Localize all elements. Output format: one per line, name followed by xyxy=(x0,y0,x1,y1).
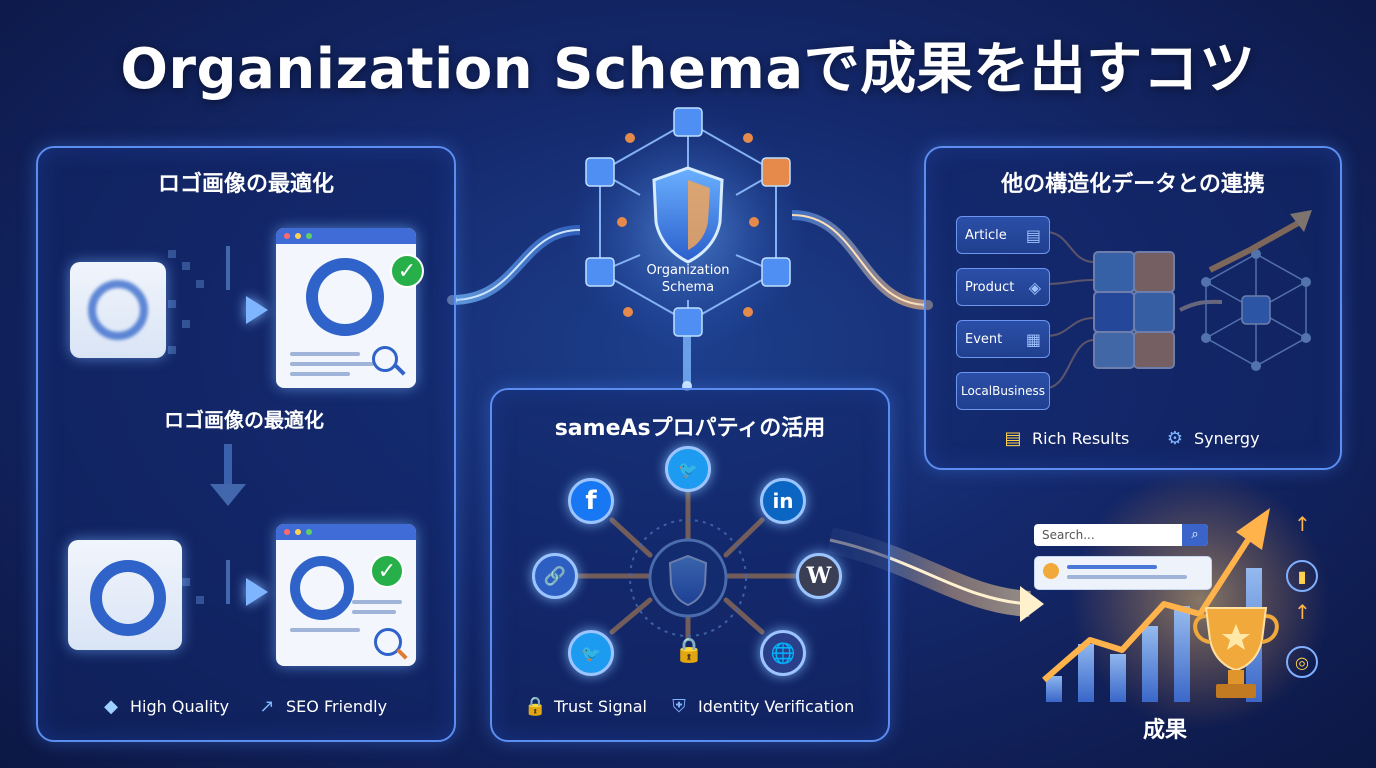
hub-label-line1: Organization xyxy=(646,263,730,278)
logo-ring-icon xyxy=(290,556,354,620)
optimized-logo-window xyxy=(276,524,416,666)
search-result-card xyxy=(1034,556,1212,590)
feature-identity-verification: ⛨ Identity Verification xyxy=(668,696,854,717)
tag-product: Product ◈ xyxy=(956,268,1050,306)
arrow-up-icon: ↑ xyxy=(1294,512,1311,536)
structured-data-panel: 他の構造化データとの連携 Article ▤ Product ◈ Event ▦… xyxy=(924,146,1342,470)
badge-icon xyxy=(1043,563,1059,579)
arrow-up-icon: ↑ xyxy=(1294,600,1311,624)
diamond-icon: ◆ xyxy=(104,696,118,717)
twitter-icon: 🐦 xyxy=(568,630,614,676)
results-label: 成果 xyxy=(1142,718,1187,743)
tag-localbusiness: LocalBusiness xyxy=(956,372,1050,410)
feature-rich-results: ▤ Rich Results xyxy=(1002,428,1129,449)
tag-event: Event ▦ xyxy=(956,320,1050,358)
target-icon: ◎ xyxy=(1286,646,1318,678)
feature-seo-friendly: ↗ SEO Friendly xyxy=(256,696,387,717)
low-quality-logo xyxy=(70,262,166,358)
document-icon: ▤ xyxy=(1025,225,1041,245)
shield-icon: ⛨ xyxy=(672,696,686,717)
sameas-panel-title: sameAsプロパティの活用 xyxy=(554,416,826,441)
logo-ring-icon xyxy=(88,280,148,340)
magnifier-icon xyxy=(374,628,402,656)
twitter-icon: 🐦 xyxy=(665,446,711,492)
tag-icon: ◈ xyxy=(1028,277,1041,297)
chart-icon: ▮ xyxy=(1286,560,1318,592)
wordpress-icon: W xyxy=(796,553,842,599)
globe-icon: 🌐 xyxy=(760,630,806,676)
logo-ring-icon xyxy=(306,258,384,336)
feature-trust-signal: 🔒 Trust Signal xyxy=(524,696,647,717)
tag-article: Article ▤ xyxy=(956,216,1050,254)
calendar-icon: ▦ xyxy=(1025,329,1041,349)
structured-panel-title: 他の構造化データとの連携 xyxy=(1001,172,1265,197)
feature-high-quality: ◆ High Quality xyxy=(100,696,229,717)
window-titlebar xyxy=(276,524,416,540)
facebook-icon: f xyxy=(568,478,614,524)
link-icon: 🔗 xyxy=(532,553,578,599)
arrow-right-icon xyxy=(246,578,268,606)
hub-label: Organization Schema xyxy=(628,262,748,296)
optimized-logo-window xyxy=(276,228,416,388)
lock-icon: 🔒 xyxy=(524,696,547,717)
gears-icon: ⚙ xyxy=(1166,428,1184,449)
search-icon[interactable]: ⌕ xyxy=(1182,524,1208,546)
lock-icon: 🔒 xyxy=(674,636,704,664)
rich-results-icon: ▤ xyxy=(1004,428,1022,449)
feature-synergy: ⚙ Synergy xyxy=(1164,428,1260,449)
arrow-right-icon xyxy=(246,296,268,324)
logo-ring-icon xyxy=(90,560,166,636)
search-input[interactable]: Search... ⌕ xyxy=(1034,524,1208,546)
hub-label-line2: Schema xyxy=(661,280,715,295)
page-title: Organization Schemaで成果を出すコツ xyxy=(120,37,1256,102)
check-icon: ✓ xyxy=(370,554,404,588)
window-titlebar xyxy=(276,228,416,244)
logo-panel-title: ロゴ画像の最適化 xyxy=(157,172,334,197)
trend-up-icon: ↗ xyxy=(259,696,275,717)
logo-middle-label: ロゴ画像の最適化 xyxy=(164,408,324,432)
check-icon: ✓ xyxy=(390,254,424,288)
magnifier-icon xyxy=(372,346,398,372)
high-quality-logo xyxy=(68,540,182,650)
linkedin-icon: in xyxy=(760,478,806,524)
